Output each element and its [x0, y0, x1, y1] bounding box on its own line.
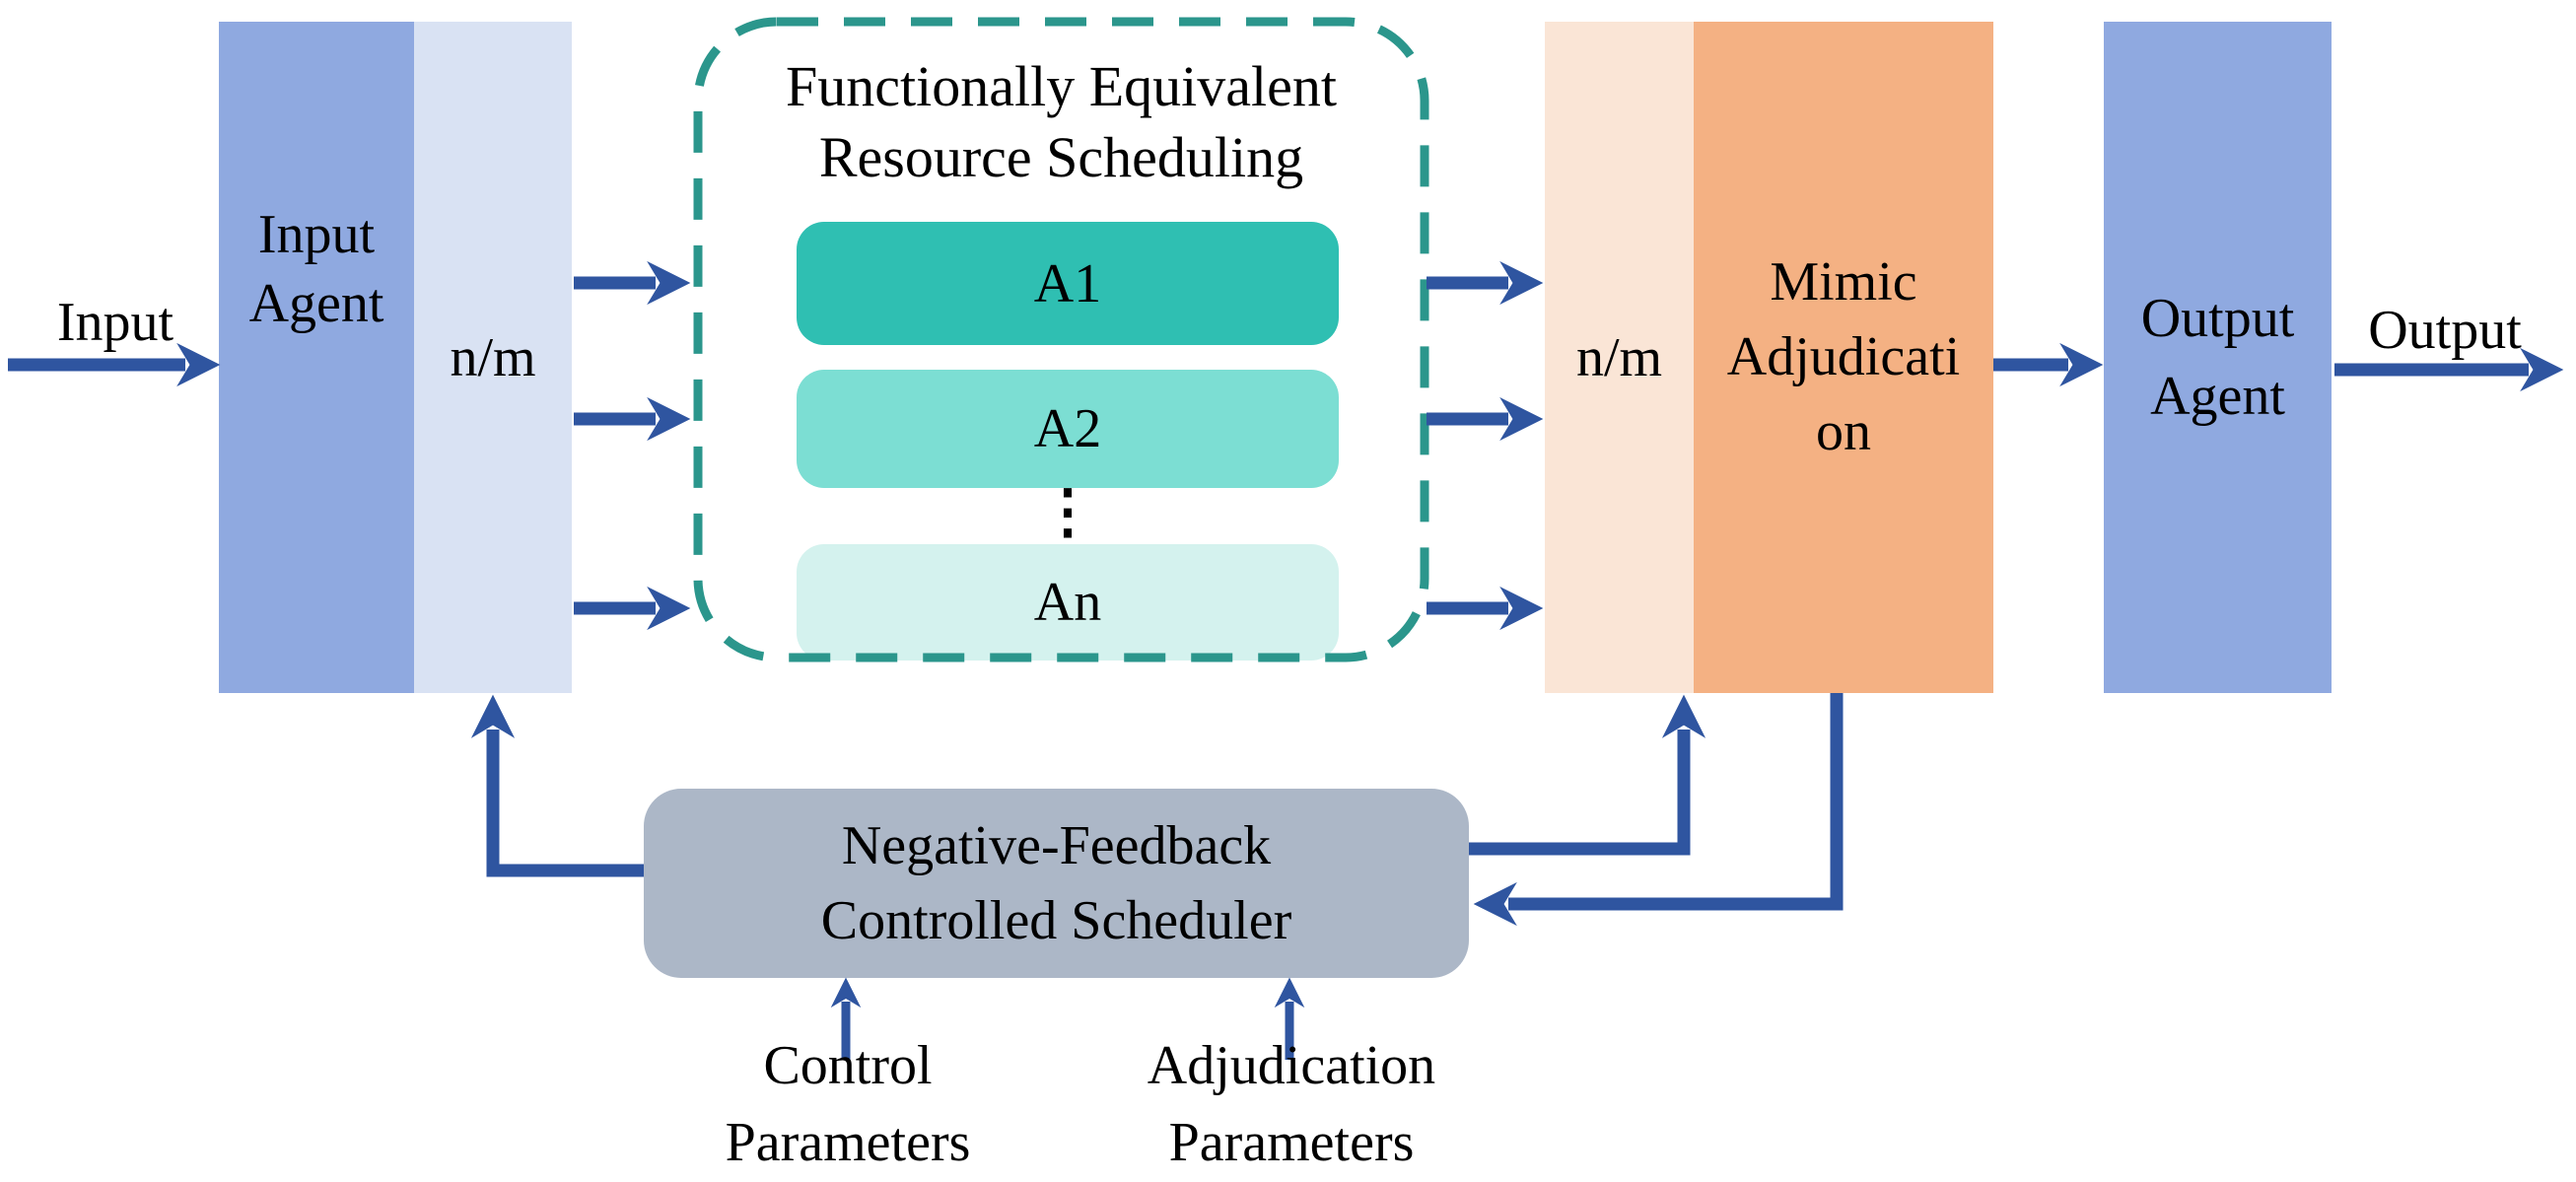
control-parameters-line1: Control — [763, 1035, 933, 1096]
executor-ellipsis-glyph: ⋮ — [1038, 479, 1097, 544]
fers-title-line1: Functionally Equivalent — [786, 54, 1337, 118]
executor-a2-box: A2 — [797, 370, 1339, 488]
scheduler-to-input-nm-feedback-arrow — [470, 694, 644, 877]
control-parameters-line2: Parameters — [725, 1112, 971, 1173]
executor-an-label: An — [1033, 572, 1102, 633]
executor-a1-label: A1 — [1033, 252, 1102, 314]
control-parameters-label: Control Parameters — [680, 1027, 1015, 1181]
input-agent-label-line1: Input — [257, 204, 376, 265]
mimic-adjudication-block: Mimic Adjudicati on — [1694, 22, 1993, 693]
executor-an-box: An — [797, 544, 1339, 661]
input-nm-text: n/m — [450, 326, 536, 388]
scheduler-to-adjudication-nm-feedback-arrow — [1469, 694, 1706, 856]
output-agent-block: Output Agent — [2104, 22, 2332, 693]
input-label-text: Input — [56, 292, 174, 353]
mimic-label-line1: Mimic — [1770, 251, 1917, 313]
executor-a1-box: A1 — [797, 222, 1339, 345]
adjudication-nm-text: n/m — [1575, 326, 1663, 388]
input-agent-label-line2: Agent — [248, 273, 384, 334]
output-agent-label: Output Agent — [2104, 280, 2332, 436]
adjudication-parameters-line1: Adjudication — [1147, 1035, 1436, 1096]
adjudication-parameters-line2: Parameters — [1168, 1112, 1415, 1173]
executor-ellipsis: ⋮ — [1023, 479, 1112, 548]
fers-pool-title: Functionally Equivalent Resource Schedul… — [698, 51, 1425, 193]
adjudication-nm-label: n/m — [1545, 22, 1694, 693]
scheduler-block: Negative-Feedback Controlled Scheduler — [644, 789, 1469, 978]
adjudication-parameters-label: Adjudication Parameters — [1084, 1027, 1498, 1181]
input-agent-label: Input Agent — [219, 200, 414, 338]
mimic-label-line3: on — [1816, 401, 1871, 462]
input-nm-block: n/m — [414, 22, 572, 693]
adjudication-to-scheduler-feedback-arrow — [1473, 693, 1844, 927]
input-nm-label: n/m — [414, 22, 572, 693]
scheduler-label-line1: Negative-Feedback — [841, 815, 1272, 876]
mimic-adjudication-label: Mimic Adjudicati on — [1694, 244, 1993, 469]
output-agent-label-line1: Output — [2140, 288, 2295, 349]
input-label: Input — [17, 288, 214, 357]
input-agent-block: Input Agent — [219, 22, 414, 693]
output-label-text: Output — [2368, 300, 2522, 361]
adjudication-nm-block: n/m — [1545, 22, 1694, 693]
output-agent-label-line2: Agent — [2150, 366, 2285, 427]
executor-a2-label: A2 — [1033, 398, 1102, 459]
mimic-label-line2: Adjudicati — [1726, 326, 1961, 387]
scheduler-label-line2: Controlled Scheduler — [820, 890, 1292, 951]
output-label: Output — [2336, 296, 2553, 365]
fers-title-line2: Resource Scheduling — [818, 125, 1304, 189]
